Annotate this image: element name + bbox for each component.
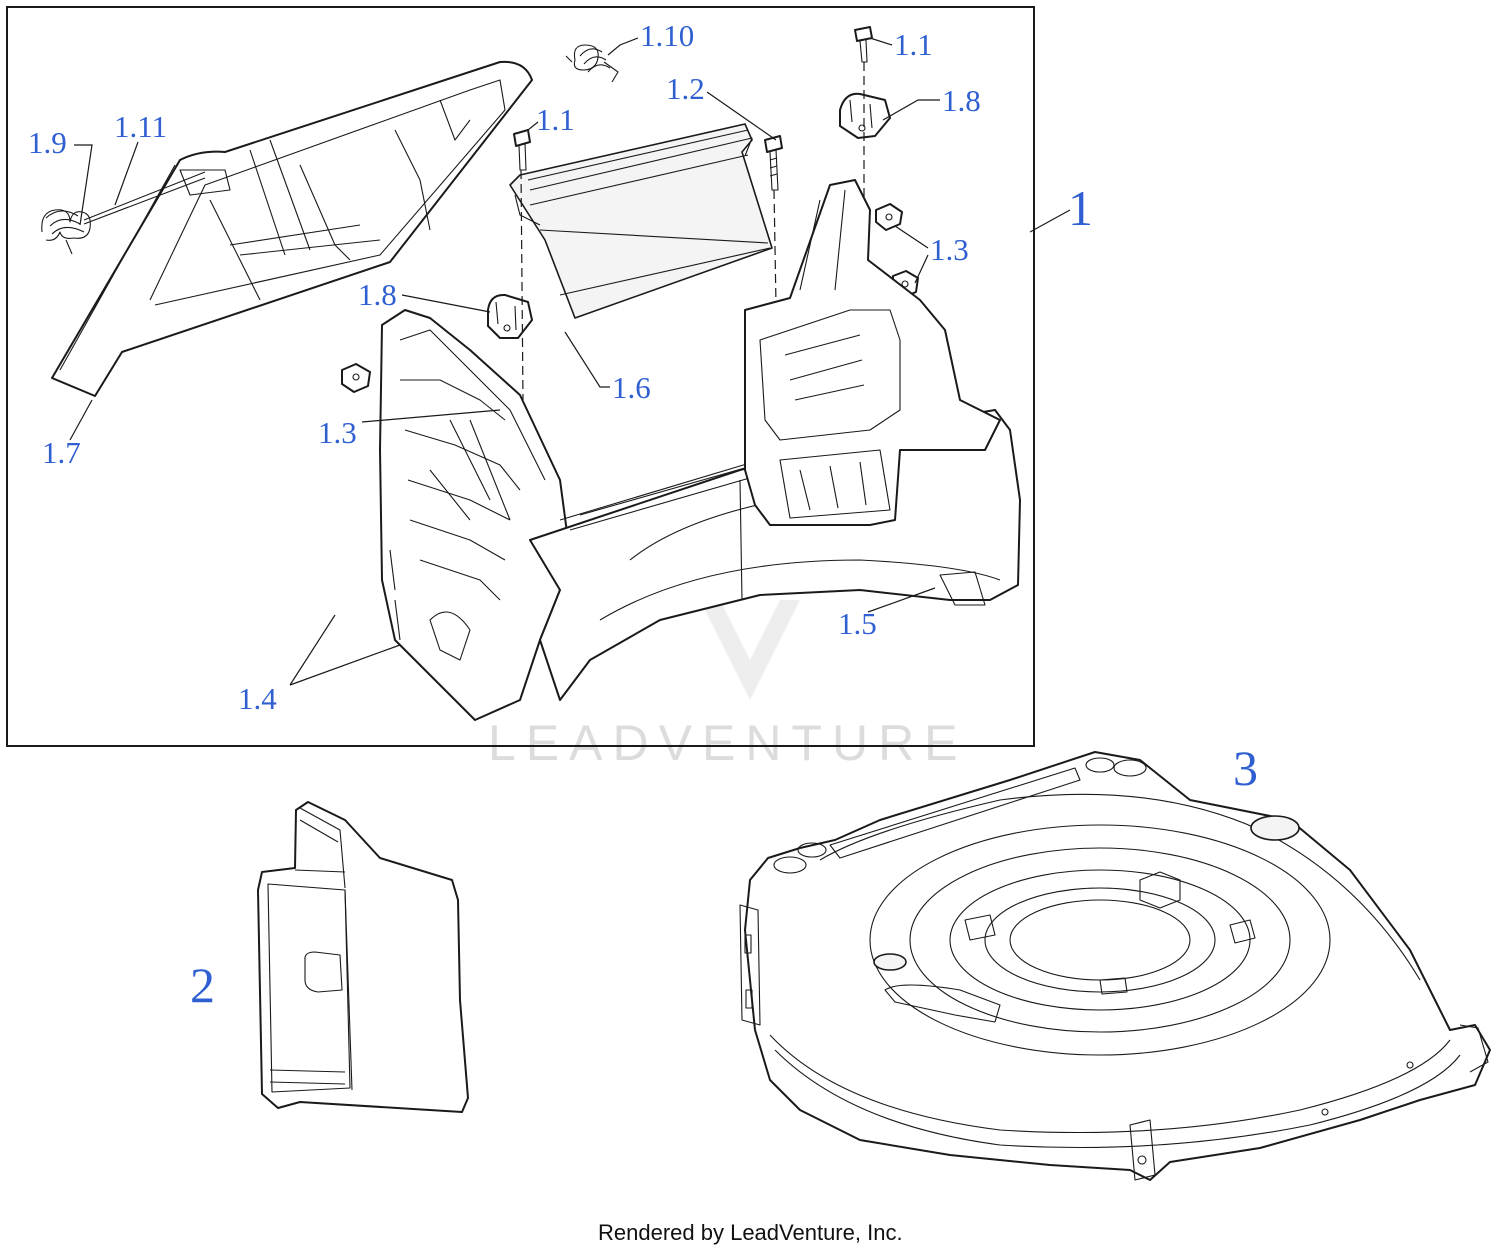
- part-1-1-bolt-right[interactable]: [854, 26, 873, 63]
- callout-1-3-right: 1.3: [930, 232, 969, 267]
- footer-credit: Rendered by LeadVenture, Inc.: [598, 1220, 903, 1245]
- callout-labels: 1.10 1.2 1.1 1.1 1.8 1.3 1.8 1.3 1.6 1.9…: [28, 18, 1258, 1013]
- part-1-7-rear-flap[interactable]: [51, 60, 533, 397]
- part-1-2-bolt[interactable]: [764, 135, 783, 191]
- callout-1-3-left: 1.3: [318, 415, 357, 450]
- part-2-mulch-plug[interactable]: [257, 801, 469, 1113]
- callout-1-7: 1.7: [42, 435, 81, 470]
- callout-1-5: 1.5: [838, 606, 877, 641]
- part-1-6-center-flap[interactable]: [509, 123, 773, 319]
- part-1-3-nut-left[interactable]: [341, 363, 371, 393]
- assembly-label-1: 1: [1068, 180, 1093, 236]
- part-3-deck[interactable]: [739, 751, 1491, 1181]
- callout-1-9: 1.9: [28, 125, 67, 160]
- callout-1-10: 1.10: [640, 18, 694, 53]
- part-1-11-rod[interactable]: [83, 171, 206, 225]
- part-1-8-clip-left[interactable]: [487, 293, 533, 339]
- watermark-text: LEADVENTURE: [488, 715, 968, 771]
- assembly-1-frame: [6, 6, 1035, 747]
- callout-1-8-left: 1.8: [358, 277, 397, 312]
- part-1-5-rear-housing[interactable]: [379, 179, 1021, 721]
- part-1-3-nut-upper[interactable]: [875, 203, 903, 231]
- part-1-10-spring[interactable]: [565, 44, 619, 83]
- callout-1-6: 1.6: [612, 370, 651, 405]
- assembly-label-3: 3: [1233, 740, 1258, 796]
- part-1-1-bolt-center[interactable]: [513, 129, 531, 171]
- callout-1-11: 1.11: [114, 109, 167, 144]
- part-1-8-clip-right[interactable]: [839, 92, 891, 139]
- leader-lines: [69, 37, 1071, 686]
- part-1-9-spring[interactable]: [41, 209, 91, 255]
- callout-1-1-right: 1.1: [894, 27, 933, 62]
- callout-1-8-right: 1.8: [942, 83, 981, 118]
- callout-1-2: 1.2: [666, 71, 705, 106]
- callout-1-1-center: 1.1: [536, 102, 575, 137]
- assembly-label-2: 2: [190, 957, 215, 1013]
- callout-1-4: 1.4: [238, 681, 277, 716]
